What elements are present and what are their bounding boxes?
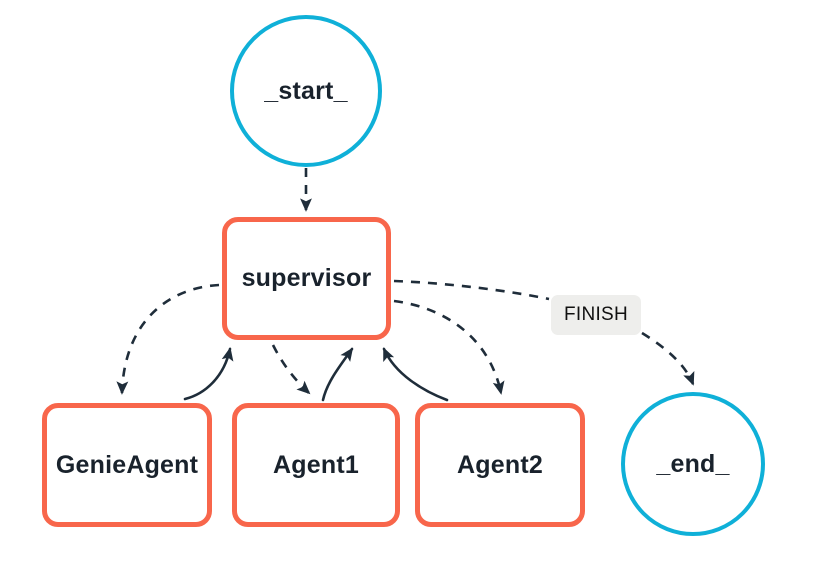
edge-finish-label-to-end xyxy=(641,331,695,386)
node-start[interactable]: _start_ xyxy=(230,15,382,167)
node-agent2[interactable]: Agent2 xyxy=(415,403,585,527)
edge-supervisor-to-finish-label xyxy=(393,279,550,301)
edge-supervisor-to-agent2 xyxy=(393,299,505,395)
node-agent1-label: Agent1 xyxy=(273,450,359,479)
node-agent2-label: Agent2 xyxy=(457,450,543,479)
edge-supervisor-to-agent1 xyxy=(271,344,311,395)
node-end-label: _end_ xyxy=(656,449,730,478)
node-supervisor-label: supervisor xyxy=(241,264,372,292)
edge-supervisor-to-genieagent xyxy=(116,283,220,395)
edge-genieagent-to-supervisor xyxy=(183,347,234,401)
node-genieagent-label: GenieAgent xyxy=(55,450,199,479)
edge-agent1-to-supervisor xyxy=(321,347,354,402)
node-end[interactable]: _end_ xyxy=(621,392,765,536)
edge-agent2-to-supervisor xyxy=(382,347,449,402)
node-agent1[interactable]: Agent1 xyxy=(232,403,400,527)
node-genieagent[interactable]: GenieAgent xyxy=(42,403,212,527)
node-supervisor[interactable]: supervisor xyxy=(222,217,391,340)
node-start-label: _start_ xyxy=(264,76,348,105)
edge-label-finish-text: FINISH xyxy=(563,304,629,325)
edge-label-finish[interactable]: FINISH xyxy=(551,295,641,335)
